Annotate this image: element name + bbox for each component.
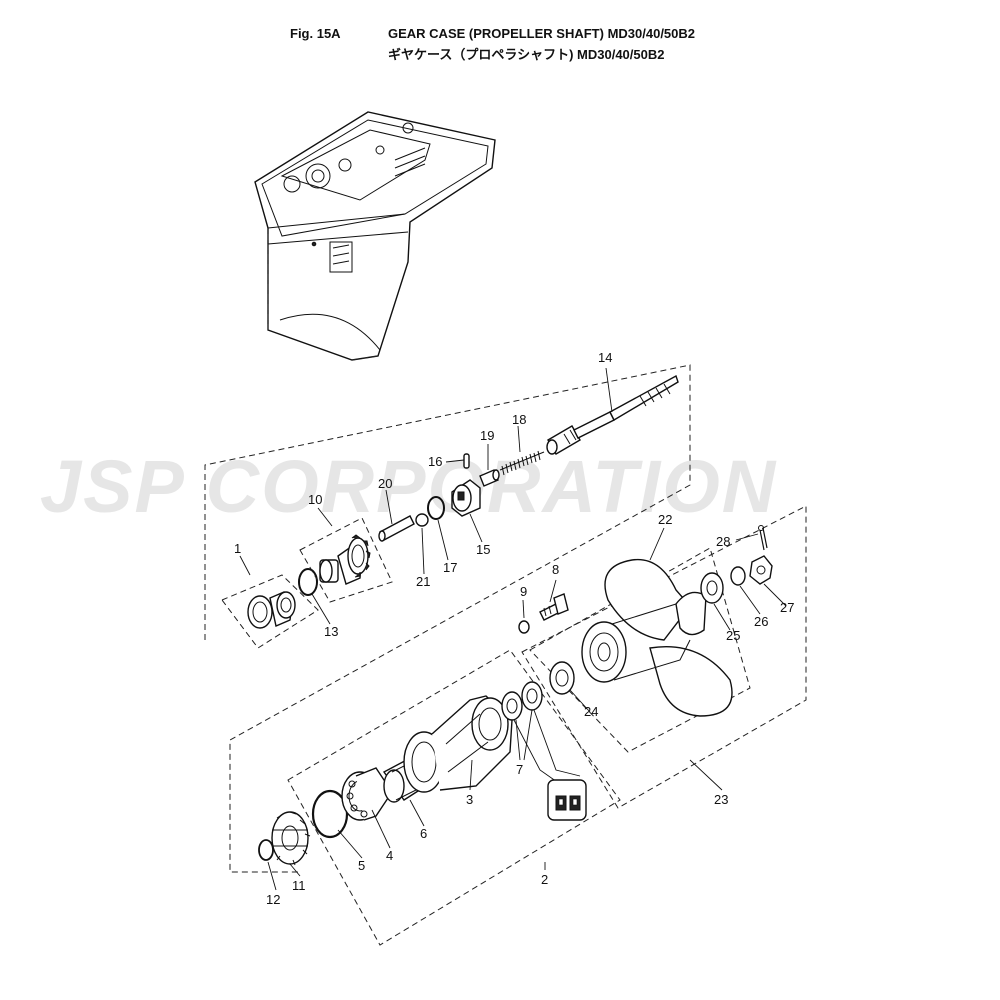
callout-18: 18 bbox=[512, 412, 526, 427]
callout-11: 11 bbox=[292, 878, 306, 893]
callout-14: 14 bbox=[598, 350, 612, 365]
propeller-shaft-14 bbox=[546, 374, 679, 455]
mount-bore-2 bbox=[283, 175, 301, 193]
spacer-25 bbox=[700, 572, 724, 604]
watermark-text: JSP CORPORATION bbox=[40, 445, 777, 528]
assembly-leader-frame bbox=[204, 364, 691, 873]
leader-lines bbox=[239, 367, 787, 891]
spring-ring-17 bbox=[427, 496, 445, 520]
callout-8: 8 bbox=[552, 562, 559, 577]
group-box-2 bbox=[287, 649, 621, 946]
callout-10: 10 bbox=[308, 492, 322, 507]
cross-pin-16 bbox=[463, 453, 470, 469]
oil-seals-7 bbox=[501, 681, 543, 721]
propeller-shaft-housing-3 bbox=[403, 695, 513, 793]
ball-bearing-4 bbox=[341, 767, 393, 821]
callout-9: 9 bbox=[520, 584, 527, 599]
callout-7: 7 bbox=[516, 762, 523, 777]
spring-18 bbox=[499, 450, 545, 476]
callout-5: 5 bbox=[358, 858, 365, 873]
group-box-23 bbox=[521, 505, 807, 809]
callout-23: 23 bbox=[714, 792, 728, 807]
water-intake-grille bbox=[329, 241, 353, 273]
propeller-nut-27 bbox=[749, 555, 773, 585]
callout-25: 25 bbox=[726, 628, 740, 643]
reverse-gear-11 bbox=[271, 811, 311, 866]
callout-labels: 1 2 3 4 5 6 7 8 9 10 11 12 13 14 15 16 1… bbox=[234, 350, 794, 907]
callout-26: 26 bbox=[754, 614, 768, 629]
callout-17: 17 bbox=[443, 560, 457, 575]
callout-12: 12 bbox=[266, 892, 280, 907]
shim-12 bbox=[258, 839, 274, 861]
callout-13: 13 bbox=[324, 624, 338, 639]
callout-4: 4 bbox=[386, 848, 393, 863]
callout-1: 1 bbox=[234, 541, 241, 556]
figure-title-english: GEAR CASE (PROPELLER SHAFT) MD30/40/50B2 bbox=[388, 26, 696, 41]
thrust-washer-24 bbox=[549, 661, 575, 695]
mount-bore-3 bbox=[338, 158, 352, 172]
callout-3: 3 bbox=[466, 792, 473, 807]
group-box-10 bbox=[299, 517, 393, 603]
callout-22: 22 bbox=[658, 512, 672, 527]
figure-number: Fig. 15A bbox=[290, 26, 341, 41]
figure-title-japanese: ギヤケース（プロペラシャフト) MD30/40/50B2 bbox=[388, 47, 665, 62]
group-box-22 bbox=[529, 547, 751, 753]
callout-15: 15 bbox=[476, 542, 490, 557]
callout-19: 19 bbox=[480, 428, 494, 443]
cotter-pin-28 bbox=[758, 525, 768, 551]
washer-9 bbox=[518, 620, 530, 634]
callout-21: 21 bbox=[416, 574, 430, 589]
washer-26 bbox=[730, 566, 746, 586]
callout-2: 2 bbox=[541, 872, 548, 887]
shift-plunger-20 bbox=[378, 515, 415, 542]
callout-28: 28 bbox=[716, 534, 730, 549]
callout-16: 16 bbox=[428, 454, 442, 469]
mount-bore-1 bbox=[305, 163, 331, 189]
callout-6: 6 bbox=[420, 826, 427, 841]
o-ring-5 bbox=[311, 789, 349, 839]
gear-case-housing bbox=[254, 111, 496, 361]
pin-19 bbox=[479, 469, 500, 487]
clutch-dog-15 bbox=[451, 479, 481, 517]
group-box-1 bbox=[221, 574, 319, 649]
seal-orientation-detail bbox=[547, 779, 587, 821]
propeller-22 bbox=[581, 558, 733, 717]
forward-gear-10 bbox=[319, 534, 371, 585]
callout-27: 27 bbox=[780, 600, 794, 615]
callout-24: 24 bbox=[584, 704, 598, 719]
callout-20: 20 bbox=[378, 476, 392, 491]
tapered-roller-bearing-1 bbox=[247, 591, 296, 629]
snap-ring-13 bbox=[298, 568, 318, 596]
bolt-8 bbox=[539, 593, 569, 621]
ball-21 bbox=[415, 513, 429, 527]
